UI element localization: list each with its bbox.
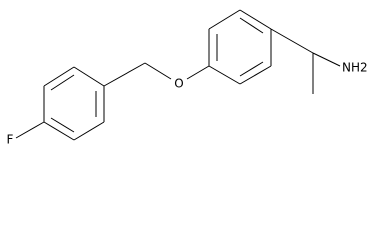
fluorine-substituent: F bbox=[7, 121, 45, 147]
aminoethyl-substituent: NH2 bbox=[270, 28, 368, 94]
bond-ch-to-amine bbox=[312, 52, 341, 67]
bond-ring-right-3 bbox=[239, 9, 272, 30]
bond-ring-right-5 bbox=[239, 65, 272, 85]
inner-double-bond-right-2 bbox=[239, 17, 264, 34]
bond-ring-left-2 bbox=[73, 66, 105, 87]
fluorophenyl-ring bbox=[43, 66, 105, 141]
bond-ring-left-1 bbox=[43, 66, 75, 87]
bond-aryl-to-ch bbox=[270, 28, 314, 54]
inner-double-bond-right-3 bbox=[239, 61, 264, 77]
chemical-structure-diagram: F O NH2 bbox=[7, 9, 368, 147]
oxygen-label: O bbox=[174, 77, 183, 91]
bond-ring-right-2 bbox=[208, 9, 241, 30]
bond-ring-right-6 bbox=[208, 65, 241, 85]
bond-ring-to-ch2 bbox=[103, 62, 146, 87]
bond-oxygen-to-aryl bbox=[186, 65, 210, 80]
inner-double-bond-left-3 bbox=[50, 117, 75, 133]
bond-ring-left-4 bbox=[73, 121, 105, 141]
bond-ring-to-fluorine bbox=[15, 121, 45, 139]
bond-ring-left-5 bbox=[43, 121, 75, 141]
benzyloxy-linker: O bbox=[103, 62, 210, 91]
amine-label: NH2 bbox=[342, 61, 368, 75]
bond-ch2-to-oxygen bbox=[144, 62, 172, 80]
inner-double-bond-left-1 bbox=[50, 74, 75, 91]
fluorine-label: F bbox=[7, 133, 14, 147]
aryl-ring bbox=[208, 9, 272, 85]
